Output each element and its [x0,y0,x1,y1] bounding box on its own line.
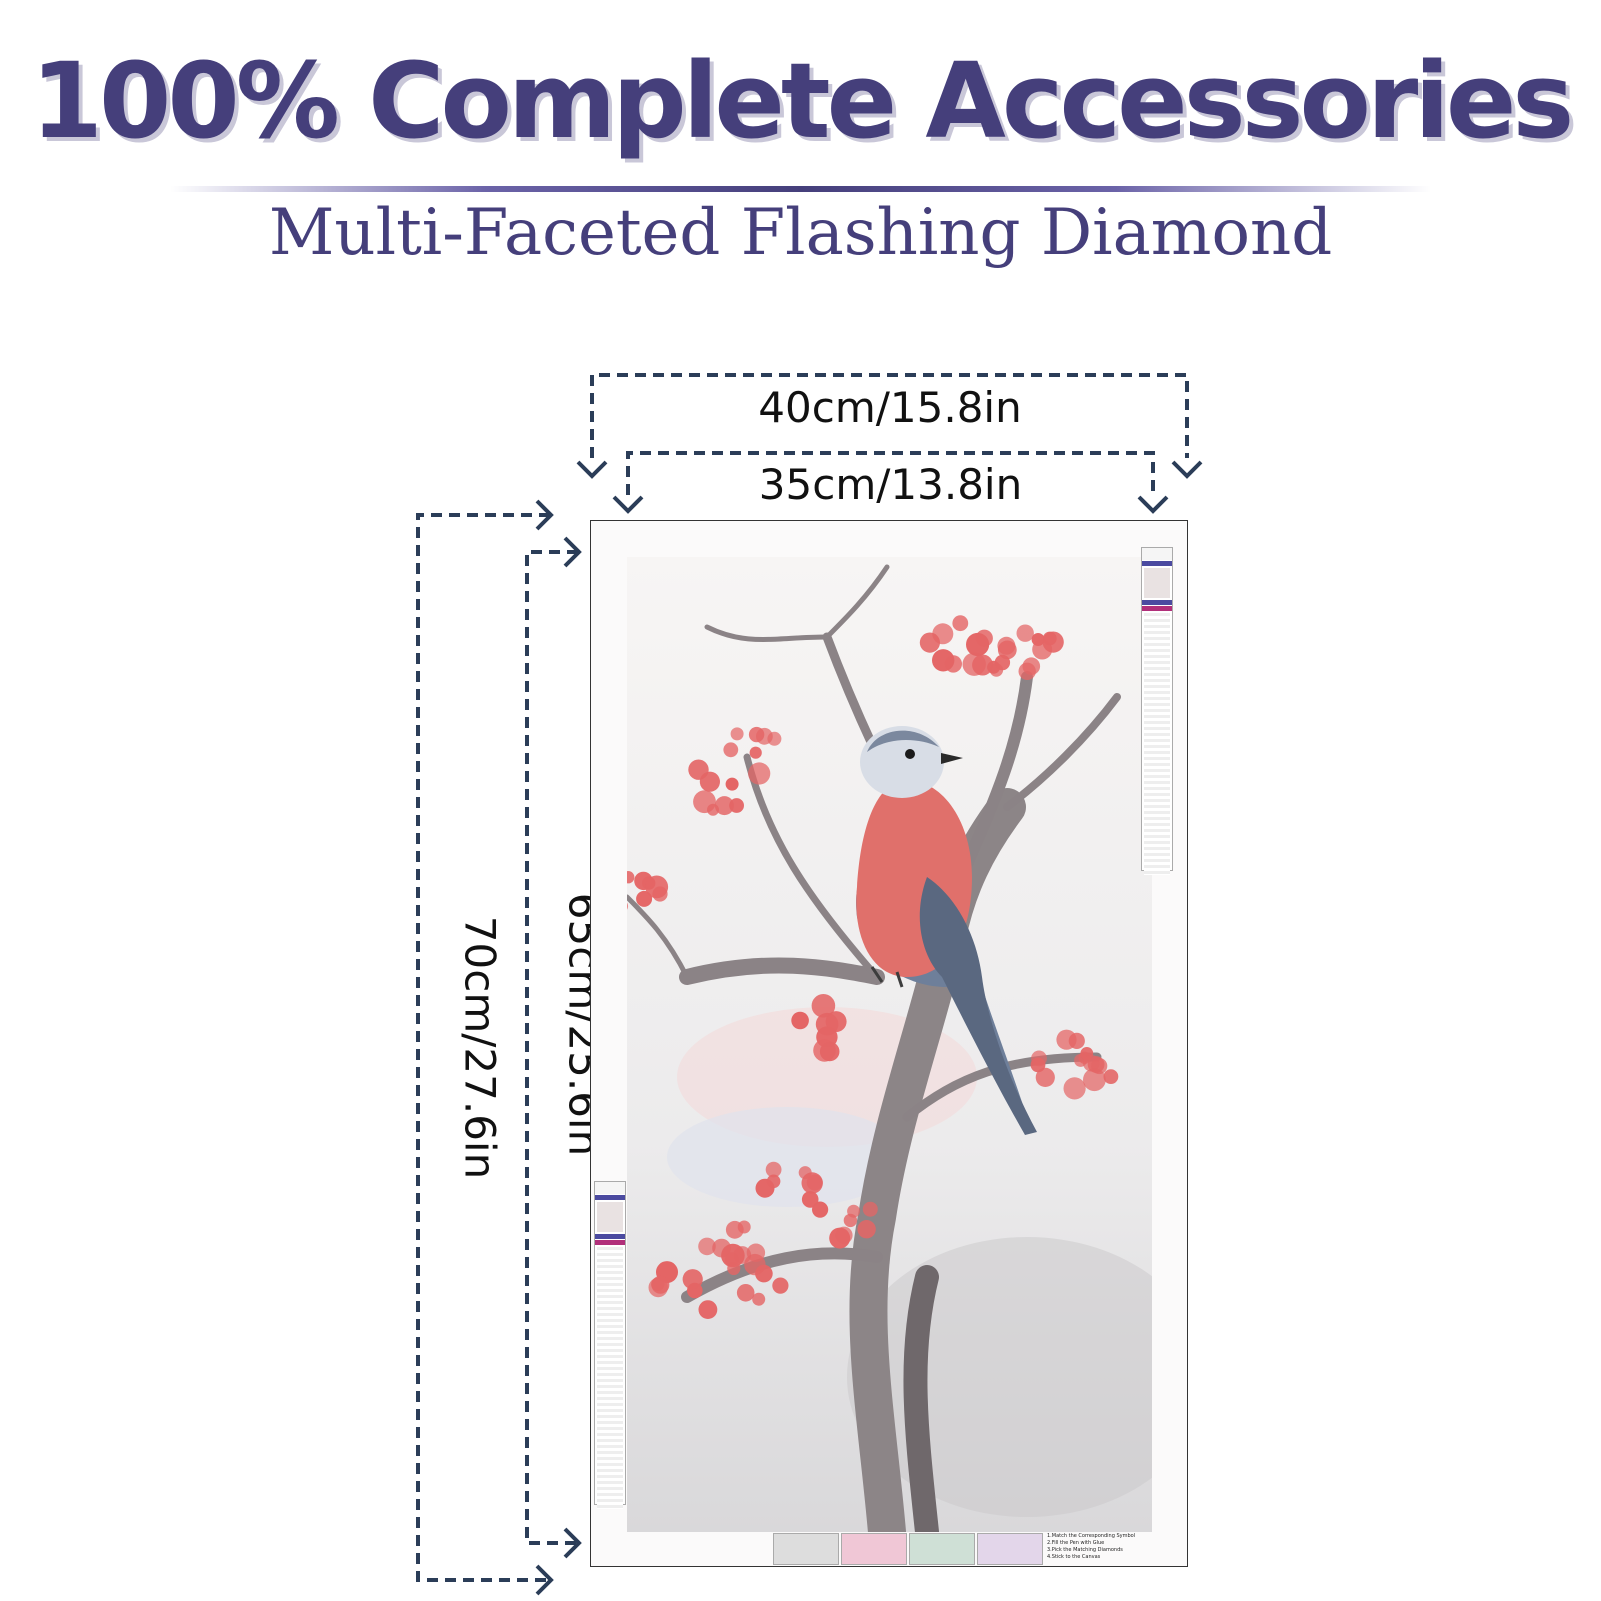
berry [698,1237,716,1256]
berry [847,1204,861,1218]
step-3-image [909,1533,975,1565]
outer-height-label: 70cm/27.6in [455,915,505,1180]
outer-width-label: 40cm/15.8in [758,383,1022,432]
berry [1068,1032,1085,1049]
berry [736,1284,755,1302]
instructions-list: 1.Match the Corresponding Symbol 2.Fill … [1047,1533,1167,1561]
legend-colorlist-bar [1142,600,1172,605]
step-2-image [841,1533,907,1565]
berry [801,1191,819,1208]
diamond-painting-canvas: 1.Match the Corresponding Symbol 2.Fill … [590,520,1188,1567]
berry [627,871,635,884]
berry [627,902,629,910]
berry [636,890,653,907]
berry [765,1161,782,1178]
step-1-image [773,1533,839,1565]
berry [806,1174,823,1191]
berry [714,796,734,816]
berry [1035,1067,1055,1087]
legend-color-rows [1144,613,1170,875]
instruction-step-2: 2.Fill the Pen with Glue [1047,1540,1105,1546]
berry [693,790,716,814]
berry [815,1012,839,1036]
berry [682,1269,703,1290]
berry [1031,633,1045,646]
berry [645,875,669,899]
bird-artwork [627,557,1152,1532]
berry [857,1220,876,1239]
legend-thumbnail [1144,568,1170,598]
berry [975,629,993,647]
berry [835,1226,853,1244]
berry [651,1275,670,1294]
berry [932,649,955,672]
bird-on-branch-illustration [627,557,1152,1532]
subheadline: Multi-Faceted Flashing Diamond [268,196,1333,270]
berry [997,640,1017,660]
berry [752,1292,766,1306]
berry [1091,1057,1108,1075]
berry [1063,1077,1086,1100]
color-legend-top [1141,547,1173,875]
instruction-step-4: 4.Stick to the Canvas [1047,1554,1101,1560]
berry [730,727,744,741]
berry [737,1220,751,1234]
inner-width-label: 35cm/13.8in [758,460,1023,509]
divider [170,186,1431,192]
berry [748,762,771,785]
berry [819,1041,840,1062]
berry [932,623,954,645]
berry [1022,657,1041,675]
berry [727,1261,741,1275]
berry [688,759,709,780]
step-4-image [977,1533,1043,1565]
berry [698,1300,718,1319]
berry [723,742,739,758]
berry [1103,1069,1119,1084]
berry [725,777,739,791]
berry [952,615,969,632]
berry [972,654,994,676]
berry [755,1264,773,1283]
berry [1016,624,1034,642]
bird [856,726,1037,1135]
berry [729,798,744,813]
headline: 100% Complete Accessories [30,40,1575,162]
berry [772,1277,789,1294]
instruction-step-1: 1.Match the Corresponding Symbol [1047,1533,1136,1539]
color-legend-bottom [594,1181,626,1509]
berry [749,746,762,759]
berry [766,1174,781,1189]
legend-schematic-bar [1142,561,1172,566]
berry [1042,631,1064,653]
berry [812,1201,829,1218]
berry [791,1011,809,1030]
berry [862,1201,878,1217]
berry [756,727,773,745]
berry [811,994,836,1018]
instruction-step-3: 3.Pick the Matching Diamonds [1047,1547,1123,1553]
